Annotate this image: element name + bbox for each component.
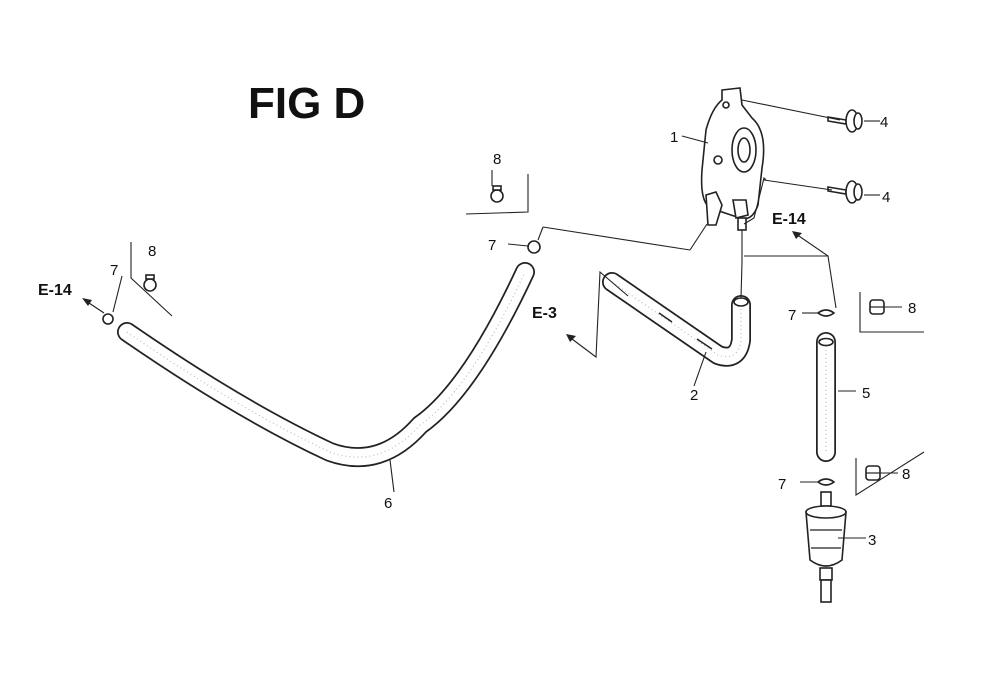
fuel-hose-bent	[602, 272, 751, 367]
hose-clamp-upper-right	[869, 299, 885, 315]
callout-8-top: 8	[493, 151, 501, 168]
callout-6: 6	[384, 495, 392, 512]
arrowhead-e3	[566, 334, 576, 342]
callout-7-left: 7	[110, 262, 118, 279]
callouts: 1 2 3 4 4 5 6 7 7 7 7 8 8 8 8	[110, 114, 916, 549]
fuel-filter	[805, 491, 847, 603]
callout-4-upper: 4	[880, 114, 888, 131]
hose-clamp-left	[143, 274, 157, 292]
callout-2: 2	[690, 387, 698, 404]
callout-3: 3	[868, 532, 876, 549]
fuel-hose-straight	[816, 332, 836, 462]
hose-clamp-lower-right	[865, 465, 881, 481]
leader-lines	[85, 99, 925, 539]
callout-4-lower: 4	[882, 189, 890, 206]
fuel-valve	[700, 87, 765, 299]
callout-1: 1	[670, 129, 678, 146]
hose-clamp-top	[490, 185, 504, 203]
hose-clip-upper-right	[816, 309, 836, 317]
callout-8-left: 8	[148, 243, 156, 260]
screw-upper	[827, 109, 863, 133]
hose-clip-lower-right	[816, 478, 836, 486]
reference-e14-right: E-14	[772, 211, 806, 228]
callout-7-upper-right: 7	[788, 307, 796, 324]
screw-lower	[827, 180, 863, 204]
arrowhead-e14-left	[82, 298, 92, 306]
reference-e3: E-3	[532, 305, 557, 322]
callout-7-lower-right: 7	[778, 476, 786, 493]
callout-5: 5	[862, 385, 870, 402]
callout-8-upper-right: 8	[908, 300, 916, 317]
arrowhead-e14-right	[792, 231, 802, 239]
callout-8-lower-right: 8	[902, 466, 910, 483]
fuel-hose-long	[117, 262, 535, 468]
hose-clip-left	[102, 313, 114, 325]
callout-7-middle: 7	[488, 237, 496, 254]
hose-clip-middle	[527, 240, 541, 254]
reference-e14-left: E-14	[38, 282, 72, 299]
figure-title: FIG D	[248, 79, 365, 128]
